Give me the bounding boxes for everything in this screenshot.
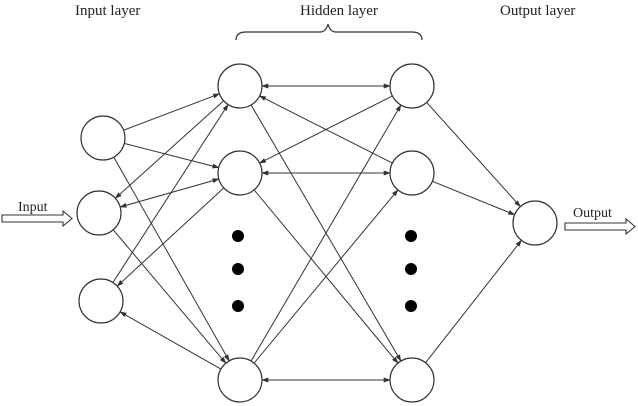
- input-node-3: [78, 278, 124, 324]
- hidden-layer-title: Hidden layer: [300, 3, 378, 19]
- edge-a1-i2: [114, 100, 225, 199]
- hidden2-node-1: [389, 63, 435, 109]
- edge-a2-i3: [116, 187, 225, 287]
- input-label: Input: [18, 200, 48, 215]
- output-arrow: [564, 217, 636, 236]
- output-node: [512, 200, 558, 246]
- edge-b2-a1: [258, 95, 393, 164]
- connection-edges: [112, 83, 522, 383]
- edge-a3-b1: [250, 104, 402, 362]
- edge-b2-o: [432, 180, 516, 216]
- output-layer-title: Output layer: [500, 3, 575, 19]
- edge-i1-a2: [124, 142, 220, 169]
- hidden2-ellipsis-dot-1: [405, 230, 417, 242]
- input-node-2: [76, 190, 122, 236]
- hidden2-ellipsis-dot-2: [405, 263, 417, 275]
- edge-a3-b2: [253, 189, 399, 364]
- input-layer-title: Input layer: [75, 3, 140, 19]
- hidden1-node-2: [217, 150, 263, 196]
- edge-i3-a1: [112, 103, 229, 283]
- edge-i2-a2: [119, 178, 220, 208]
- input-node-1: [80, 115, 126, 161]
- output-label: Output: [573, 206, 612, 221]
- edge-i1-a1: [123, 93, 221, 131]
- hidden-layer-brace: [235, 23, 423, 41]
- hidden2-node-3: [389, 357, 435, 403]
- hidden1-ellipsis-dot-3: [232, 300, 244, 312]
- edge-b1-o: [426, 102, 521, 208]
- hidden1-ellipsis-dot-1: [232, 230, 244, 242]
- hidden1-ellipsis-dot-2: [232, 263, 244, 275]
- edge-i2-a3: [112, 229, 227, 364]
- edge-b3-o: [425, 239, 522, 364]
- hidden2-node-2: [389, 150, 435, 196]
- edge-a3-i3: [119, 311, 222, 370]
- hidden1-node-3: [217, 357, 263, 403]
- hidden2-ellipsis-dot-3: [405, 300, 417, 312]
- input-arrow: [1, 209, 73, 228]
- hidden1-node-1: [217, 63, 263, 109]
- edge-i1-a3: [113, 156, 230, 362]
